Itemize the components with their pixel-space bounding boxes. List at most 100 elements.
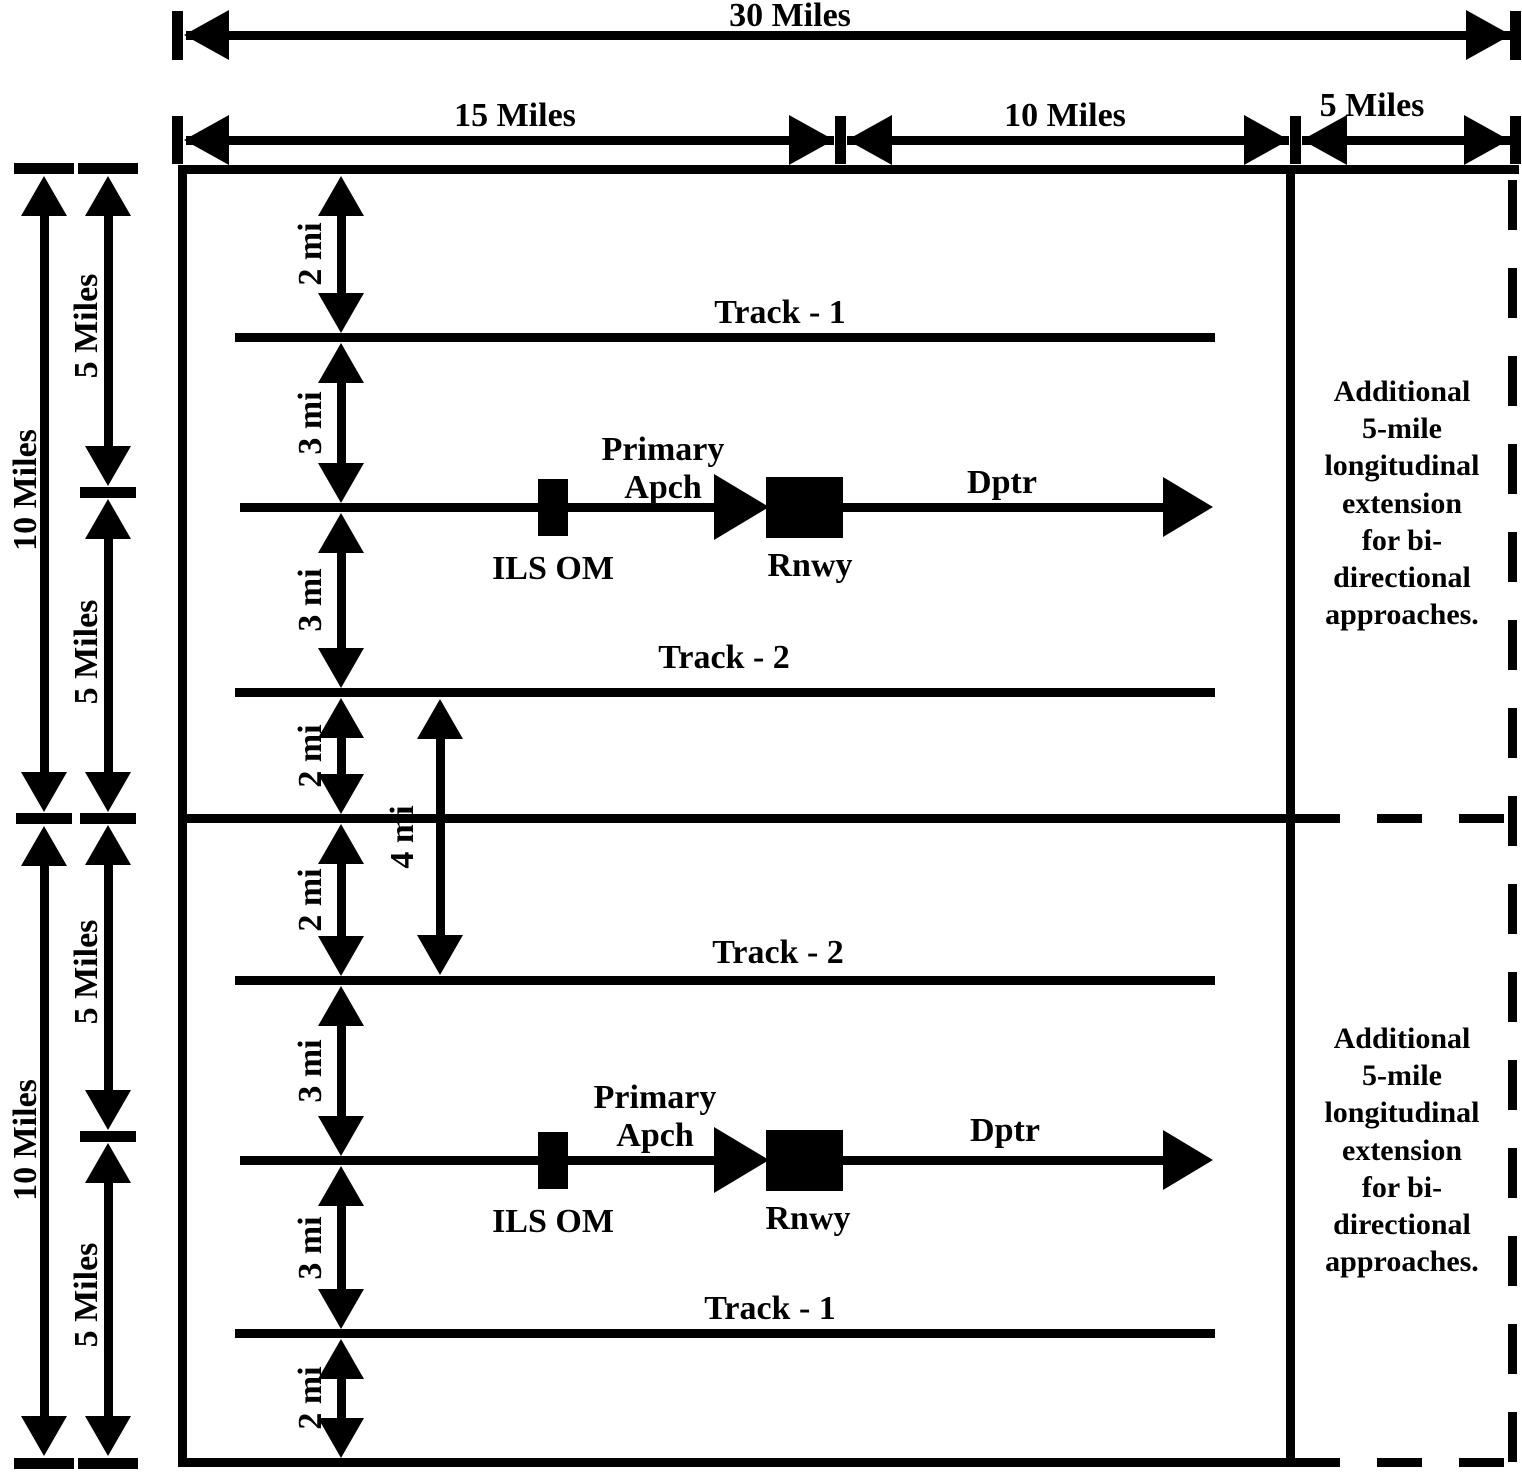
scale-tick: [80, 487, 136, 498]
scale-tick: [16, 813, 72, 824]
note-line: Additional: [1333, 1022, 1471, 1055]
arrowhead-left: [184, 115, 229, 165]
scale-10mi-upper-stem: [40, 214, 49, 772]
track-line-upper-2: [235, 688, 1215, 697]
scale-5mi-stem: [104, 214, 113, 446]
note-line: extension: [1342, 486, 1462, 520]
boundary-middle-dashed: [1295, 814, 1508, 823]
note-line: approaches.: [1325, 1245, 1479, 1279]
runway-block: [766, 1130, 843, 1191]
primary-apch-label-line2: Apch: [616, 1117, 694, 1154]
note-line: directional: [1333, 1207, 1471, 1241]
dim-row2-tick: [1290, 116, 1301, 164]
arrowhead-up: [21, 176, 67, 216]
arrowhead-up: [318, 343, 364, 383]
arrowhead-right: [1244, 115, 1289, 165]
boundary-bottom: [178, 1458, 1295, 1467]
dim-10mi-label: 10 Miles: [1004, 97, 1126, 134]
arrowhead-right: [1466, 10, 1511, 60]
primary-apch-label-line2: Apch: [624, 469, 702, 506]
arrowhead-down: [318, 463, 364, 503]
scale-tick: [14, 1458, 74, 1469]
chain-2mi-label: 2 mi: [292, 868, 329, 932]
chain-2mi-label: 2 mi: [292, 222, 329, 286]
arrowhead-up: [318, 1339, 364, 1379]
arrowhead-right: [714, 1127, 769, 1193]
chain-stem: [337, 381, 346, 465]
note-line: extension: [1342, 1133, 1462, 1167]
arrowhead-right: [714, 474, 769, 540]
arrowhead-down: [85, 772, 131, 812]
chain-stem: [337, 1204, 346, 1291]
boundary-middle: [178, 814, 1295, 823]
extension-note-upper: Additional 5-mile longitudinal extension…: [1296, 373, 1508, 633]
ils-om-label: ILS OM: [492, 1203, 614, 1240]
chain-3mi-label: 3 mi: [292, 391, 329, 455]
scale-10mi-upper-label: 10 Miles: [7, 429, 44, 551]
note-line: 5-mile: [1362, 1059, 1442, 1093]
dim-30mi-left-tick: [172, 11, 183, 60]
track-lower-2-label: Track - 2: [712, 934, 844, 971]
chain-2mi-label: 2 mi: [292, 1366, 329, 1430]
arrowhead-left: [1302, 115, 1347, 165]
arrowhead-down: [318, 293, 364, 333]
chain-stem: [337, 1024, 346, 1118]
ils-om-marker: [538, 1132, 568, 1189]
scale-tick: [80, 1131, 136, 1142]
departure-label: Dptr: [970, 1112, 1040, 1149]
runway-block: [766, 477, 843, 538]
boundary-right-dashed: [1508, 180, 1517, 1467]
approach-lower-centerline: [240, 1156, 715, 1165]
arrowhead-down: [318, 648, 364, 688]
chain-3mi-label: 3 mi: [292, 1039, 329, 1103]
track-line-lower-2: [235, 976, 1215, 985]
chain-stem: [337, 862, 346, 938]
arrowhead-down: [21, 1416, 67, 1456]
arrowhead-down: [21, 772, 67, 812]
arrowhead-up: [85, 499, 131, 539]
scale-5mi-stem: [104, 537, 113, 772]
note-line: 5-mile: [1362, 412, 1442, 446]
departure-upper-line: [843, 503, 1165, 512]
arrowhead-down: [417, 935, 463, 975]
track-line-lower-1: [235, 1329, 1215, 1338]
dim-5mi-line: [1302, 136, 1510, 145]
chain-3mi-label: 3 mi: [292, 1216, 329, 1280]
ils-om-marker: [538, 479, 568, 536]
dim-15mi-line: [186, 136, 834, 145]
note-line: for bi-: [1361, 523, 1443, 557]
arrowhead-down: [318, 1116, 364, 1156]
extension-note-lower: Additional 5-mile longitudinal extension…: [1296, 1020, 1508, 1280]
approach-upper-centerline: [240, 503, 715, 512]
arrowhead-left: [847, 115, 892, 165]
arrowhead-up: [21, 826, 67, 866]
arrowhead-down: [318, 774, 364, 814]
arrowhead-up: [85, 1143, 131, 1183]
track-upper-2-label: Track - 2: [658, 639, 790, 676]
primary-apch-label-line1: Primary: [601, 431, 725, 468]
arrowhead-down: [318, 1418, 364, 1458]
departure-label: Dptr: [967, 464, 1037, 501]
arrowhead-up: [318, 824, 364, 864]
chain-3mi-label: 3 mi: [292, 568, 329, 632]
scale-5mi-label: 5 Miles: [68, 599, 105, 705]
dim-30mi-label: 30 Miles: [729, 0, 851, 34]
arrowhead-down: [318, 1289, 364, 1329]
arrowhead-down: [85, 1416, 131, 1456]
scale-tick: [80, 813, 136, 824]
arrowhead-down: [318, 936, 364, 976]
boundary-top: [178, 165, 1519, 174]
note-line: longitudinal: [1324, 1096, 1480, 1130]
arrowhead-up: [85, 825, 131, 865]
arrowhead-up: [318, 513, 364, 553]
chain-2mi-label: 2 mi: [292, 724, 329, 788]
scale-tick: [78, 163, 138, 174]
track-lower-1-label: Track - 1: [704, 1290, 836, 1327]
dim-30mi-right-tick: [1510, 11, 1521, 60]
scale-5mi-label: 5 Miles: [68, 919, 105, 1025]
arrowhead-right: [1163, 477, 1213, 537]
arrowhead-up: [85, 176, 131, 216]
scale-5mi-stem: [104, 1181, 113, 1416]
scale-10mi-lower-label: 10 Miles: [7, 1079, 44, 1201]
